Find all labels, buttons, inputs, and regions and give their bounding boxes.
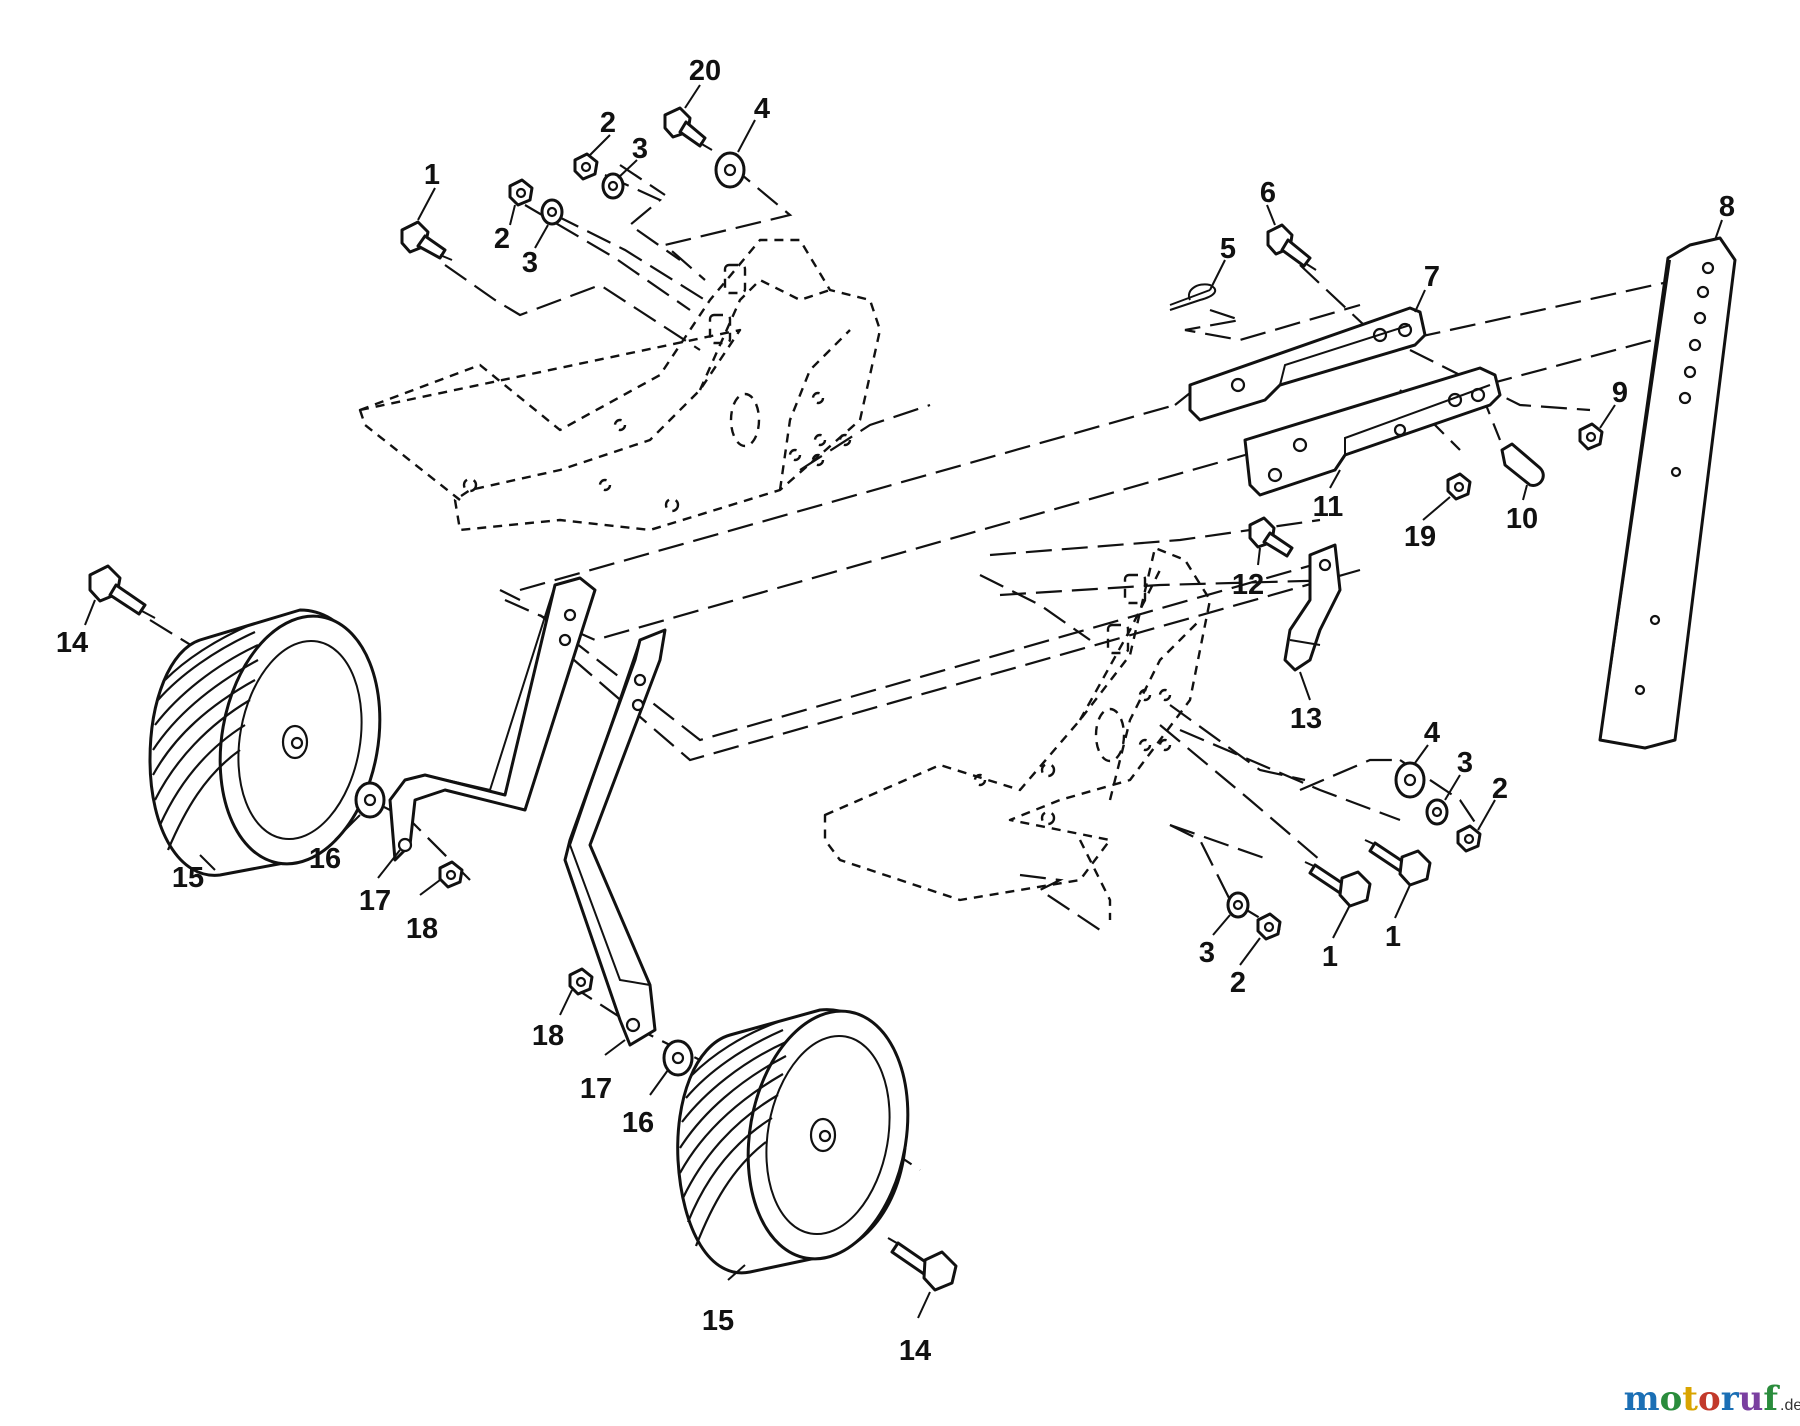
depth-bar-8 xyxy=(1598,236,1737,750)
bolt-1-upper xyxy=(400,220,453,261)
watermark-text: motoruf xyxy=(1624,1379,1781,1419)
hardware xyxy=(88,106,1604,1292)
bolt-14-lower xyxy=(887,1237,958,1292)
watermark-logo: motoruf .de xyxy=(1624,1379,1800,1419)
right-frame-bracket xyxy=(823,546,1212,920)
callout-19: 19 xyxy=(1404,521,1436,553)
washer-3-upper-b xyxy=(601,172,625,200)
washer-4-lower xyxy=(1394,761,1426,799)
callout-18: 18 xyxy=(532,1020,564,1052)
callout-3: 3 xyxy=(1199,937,1215,969)
callout-10: 10 xyxy=(1506,503,1538,535)
wheel-arm-17-left xyxy=(388,576,597,862)
callout-16: 16 xyxy=(622,1107,654,1139)
callout-3: 3 xyxy=(1457,747,1473,779)
pin-10 xyxy=(1500,442,1545,487)
hitch-pin-13 xyxy=(1283,543,1342,672)
washer-16-right xyxy=(662,1039,694,1077)
hairpin-clip-5 xyxy=(1169,283,1217,311)
wheel-15-left xyxy=(148,608,382,877)
nut-2-lower-b xyxy=(1256,912,1282,941)
callout-leaders xyxy=(84,84,1723,1319)
callout-3: 3 xyxy=(522,247,538,279)
callout-2: 2 xyxy=(1230,967,1246,999)
callout-2: 2 xyxy=(1492,773,1508,805)
callout-18: 18 xyxy=(406,913,438,945)
callout-9: 9 xyxy=(1612,377,1628,409)
callout-8: 8 xyxy=(1719,191,1735,223)
watermark-letter: t xyxy=(1682,1379,1698,1419)
watermark-letter: m xyxy=(1624,1379,1660,1419)
watermark-letter: r xyxy=(1721,1379,1740,1419)
bolt-1-lower-b xyxy=(1364,839,1432,887)
callout-2: 2 xyxy=(494,223,510,255)
callout-4: 4 xyxy=(1424,717,1440,749)
watermark-suffix: .de xyxy=(1780,1397,1800,1414)
callout-17: 17 xyxy=(359,885,391,917)
callout-1: 1 xyxy=(424,159,440,191)
left-frame-bracket xyxy=(358,238,882,532)
watermark-letter: o xyxy=(1660,1379,1683,1419)
callout-14: 14 xyxy=(56,627,88,659)
callout-13: 13 xyxy=(1290,703,1322,735)
bracket-11 xyxy=(1243,366,1502,497)
washer-4-upper xyxy=(714,151,746,189)
callout-2: 2 xyxy=(600,107,616,139)
callout-1: 1 xyxy=(1322,941,1338,973)
callout-17: 17 xyxy=(580,1073,612,1105)
bolt-14-upper xyxy=(88,564,156,619)
assembly-leader-lines xyxy=(149,164,1701,1171)
bracket-7 xyxy=(1188,306,1427,422)
callout-20: 20 xyxy=(689,55,721,87)
callout-numbers: 1 2 3 2 3 20 4 6 5 7 8 9 10 11 19 12 13 … xyxy=(56,55,1735,1367)
bolt-6 xyxy=(1266,223,1317,271)
callout-15: 15 xyxy=(172,862,204,894)
washer-3-lower-b xyxy=(1226,891,1250,919)
nut-9 xyxy=(1578,422,1604,451)
watermark-letter: o xyxy=(1698,1379,1721,1419)
nut-19 xyxy=(1446,472,1472,501)
nut-2-lower-a xyxy=(1456,824,1482,853)
watermark-letter: f xyxy=(1763,1379,1780,1419)
callout-15: 15 xyxy=(702,1305,734,1337)
wheel-15-right xyxy=(676,1008,910,1275)
bolt-20 xyxy=(663,106,713,151)
bolt-1-lower-a xyxy=(1304,861,1372,908)
watermark-letter: u xyxy=(1739,1379,1764,1419)
washer-16-left xyxy=(354,781,386,819)
callout-6: 6 xyxy=(1260,177,1276,209)
callout-14: 14 xyxy=(899,1335,931,1367)
callout-4: 4 xyxy=(754,93,770,125)
callout-7: 7 xyxy=(1424,261,1440,293)
callout-1: 1 xyxy=(1385,921,1401,953)
nut-2-upper-a xyxy=(508,178,534,207)
callout-11: 11 xyxy=(1313,491,1344,523)
callout-12: 12 xyxy=(1232,569,1264,601)
wheel-arm-17-right xyxy=(563,628,667,1047)
bolt-12 xyxy=(1248,516,1294,558)
nut-2-upper-b xyxy=(573,152,599,181)
nut-18-left xyxy=(438,860,464,889)
nut-18-right xyxy=(568,967,594,996)
washer-3-lower-a xyxy=(1425,798,1449,826)
washer-3-upper-a xyxy=(540,198,564,226)
callout-5: 5 xyxy=(1220,233,1236,265)
callout-3: 3 xyxy=(632,133,648,165)
callout-16: 16 xyxy=(309,843,341,875)
